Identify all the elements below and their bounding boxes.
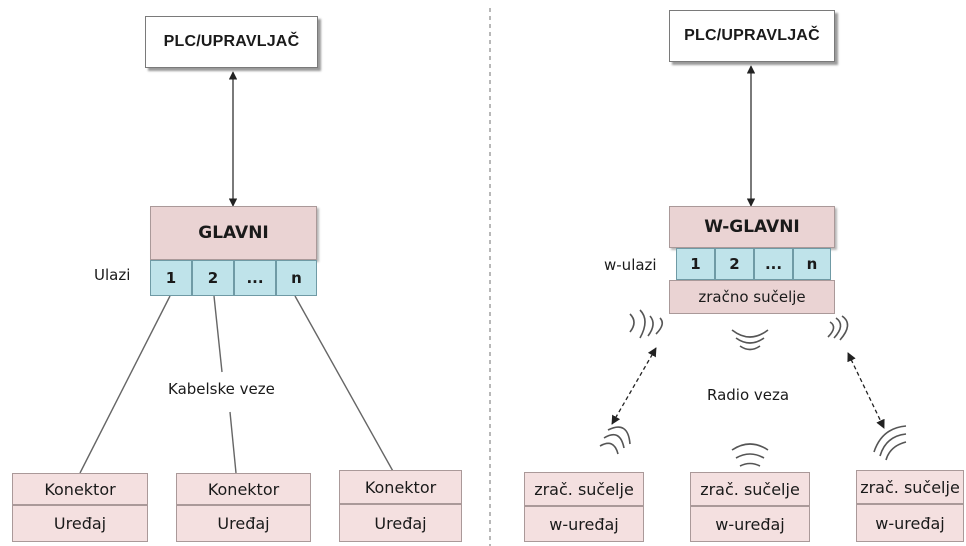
device-body: w-uređaj (524, 506, 644, 542)
device-body: w-uređaj (690, 506, 810, 542)
left-port-n: n (276, 260, 317, 296)
left-port-1: 1 (150, 260, 192, 296)
right-port-n: n (793, 248, 831, 280)
left-plc-box: PLC/UPRAVLJAČ (145, 16, 318, 68)
device-connector: Konektor (339, 470, 462, 504)
device-air-interface: zrač. sučelje (524, 472, 644, 506)
radio-wave-icon (731, 329, 769, 351)
device-body: w-uređaj (856, 504, 964, 542)
radio-wave-icon (873, 425, 907, 461)
device-air-interface: zrač. sučelje (856, 470, 964, 504)
cable-link-n (294, 295, 395, 474)
right-port-2: 2 (715, 248, 754, 280)
radio-wave-icon (599, 426, 631, 455)
radio-link-label: Radio veza (707, 386, 790, 404)
cable-link-2b (229, 411, 237, 474)
device-air-interface: zrač. sučelje (690, 472, 810, 506)
radio-link-left (611, 347, 657, 425)
radio-wave-icon (629, 309, 664, 339)
left-port-2: 2 (192, 260, 234, 296)
radio-wave-icon (827, 315, 849, 341)
right-plc-box: PLC/UPRAVLJAČ (669, 10, 835, 62)
cable-link-2a (213, 295, 223, 373)
air-interface-box: zračno sučelje (669, 280, 835, 314)
left-master-box: GLAVNI (150, 206, 317, 260)
radio-link-right (847, 352, 885, 429)
device-body: Uređaj (339, 504, 462, 542)
device-body: Uređaj (176, 505, 311, 542)
device-body: Uređaj (12, 505, 148, 542)
cable-links-label: Kabelske veze (168, 380, 275, 398)
right-port-1: 1 (676, 248, 715, 280)
device-connector: Konektor (176, 473, 311, 505)
right-port-ellipsis: ... (754, 248, 793, 280)
left-port-ellipsis: ... (234, 260, 276, 296)
right-master-box: W-GLAVNI (669, 206, 835, 248)
radio-wave-icon (731, 443, 769, 467)
right-ports-label: w-ulazi (604, 256, 657, 274)
device-connector: Konektor (12, 473, 148, 505)
cable-link-1 (79, 295, 171, 474)
left-ports-label: Ulazi (94, 266, 131, 284)
